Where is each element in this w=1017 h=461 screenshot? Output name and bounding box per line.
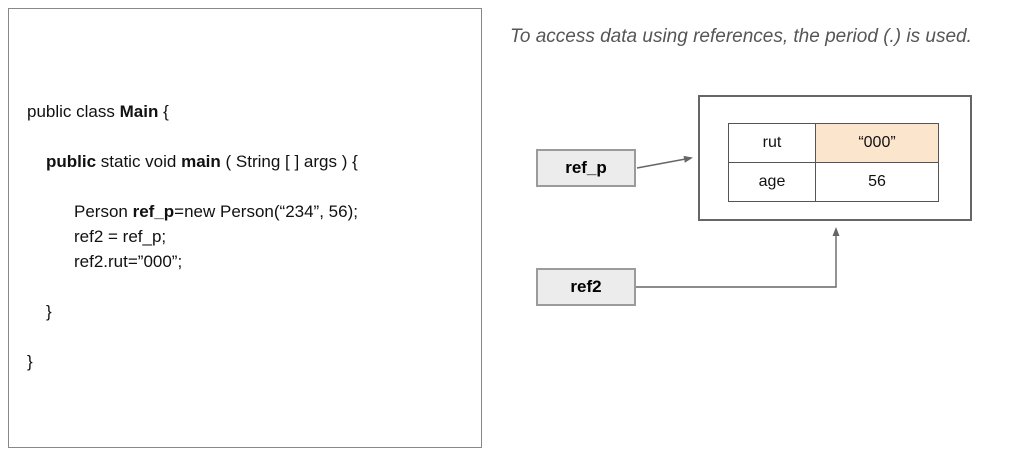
code-lines: public class Main { public static void m… bbox=[9, 9, 481, 374]
code-line bbox=[27, 324, 475, 349]
code-line: public static void main ( String [ ] arg… bbox=[46, 152, 358, 171]
code-line: Person ref_p=new Person(“234”, 56); bbox=[74, 202, 358, 221]
code-line bbox=[27, 274, 475, 299]
code-line: } bbox=[27, 352, 33, 371]
code-line: public class Main { bbox=[27, 102, 169, 121]
ref-p-box: ref_p bbox=[536, 149, 636, 187]
note-text: To access data using references, the per… bbox=[510, 26, 972, 47]
object-field-table: rut “000” age 56 bbox=[728, 123, 939, 202]
code-line: ref2 = ref_p; bbox=[74, 227, 167, 246]
ref2-box: ref2 bbox=[536, 268, 636, 306]
ref2-arrow bbox=[636, 227, 840, 288]
ref2-label: ref2 bbox=[570, 277, 602, 296]
table-cell-rut-value: “000” bbox=[816, 124, 939, 163]
ref-p-label: ref_p bbox=[565, 158, 607, 177]
code-line: ref2.rut=”000”; bbox=[74, 252, 183, 271]
code-line bbox=[27, 174, 475, 199]
table-cell-age-field: age bbox=[729, 163, 816, 202]
code-line bbox=[27, 124, 475, 149]
code-box: public class Main { public static void m… bbox=[8, 8, 482, 448]
table-cell-rut-field: rut bbox=[729, 124, 816, 163]
ref-p-arrow bbox=[636, 155, 693, 169]
table-cell-age-value: 56 bbox=[816, 163, 939, 202]
code-line: } bbox=[46, 302, 52, 321]
